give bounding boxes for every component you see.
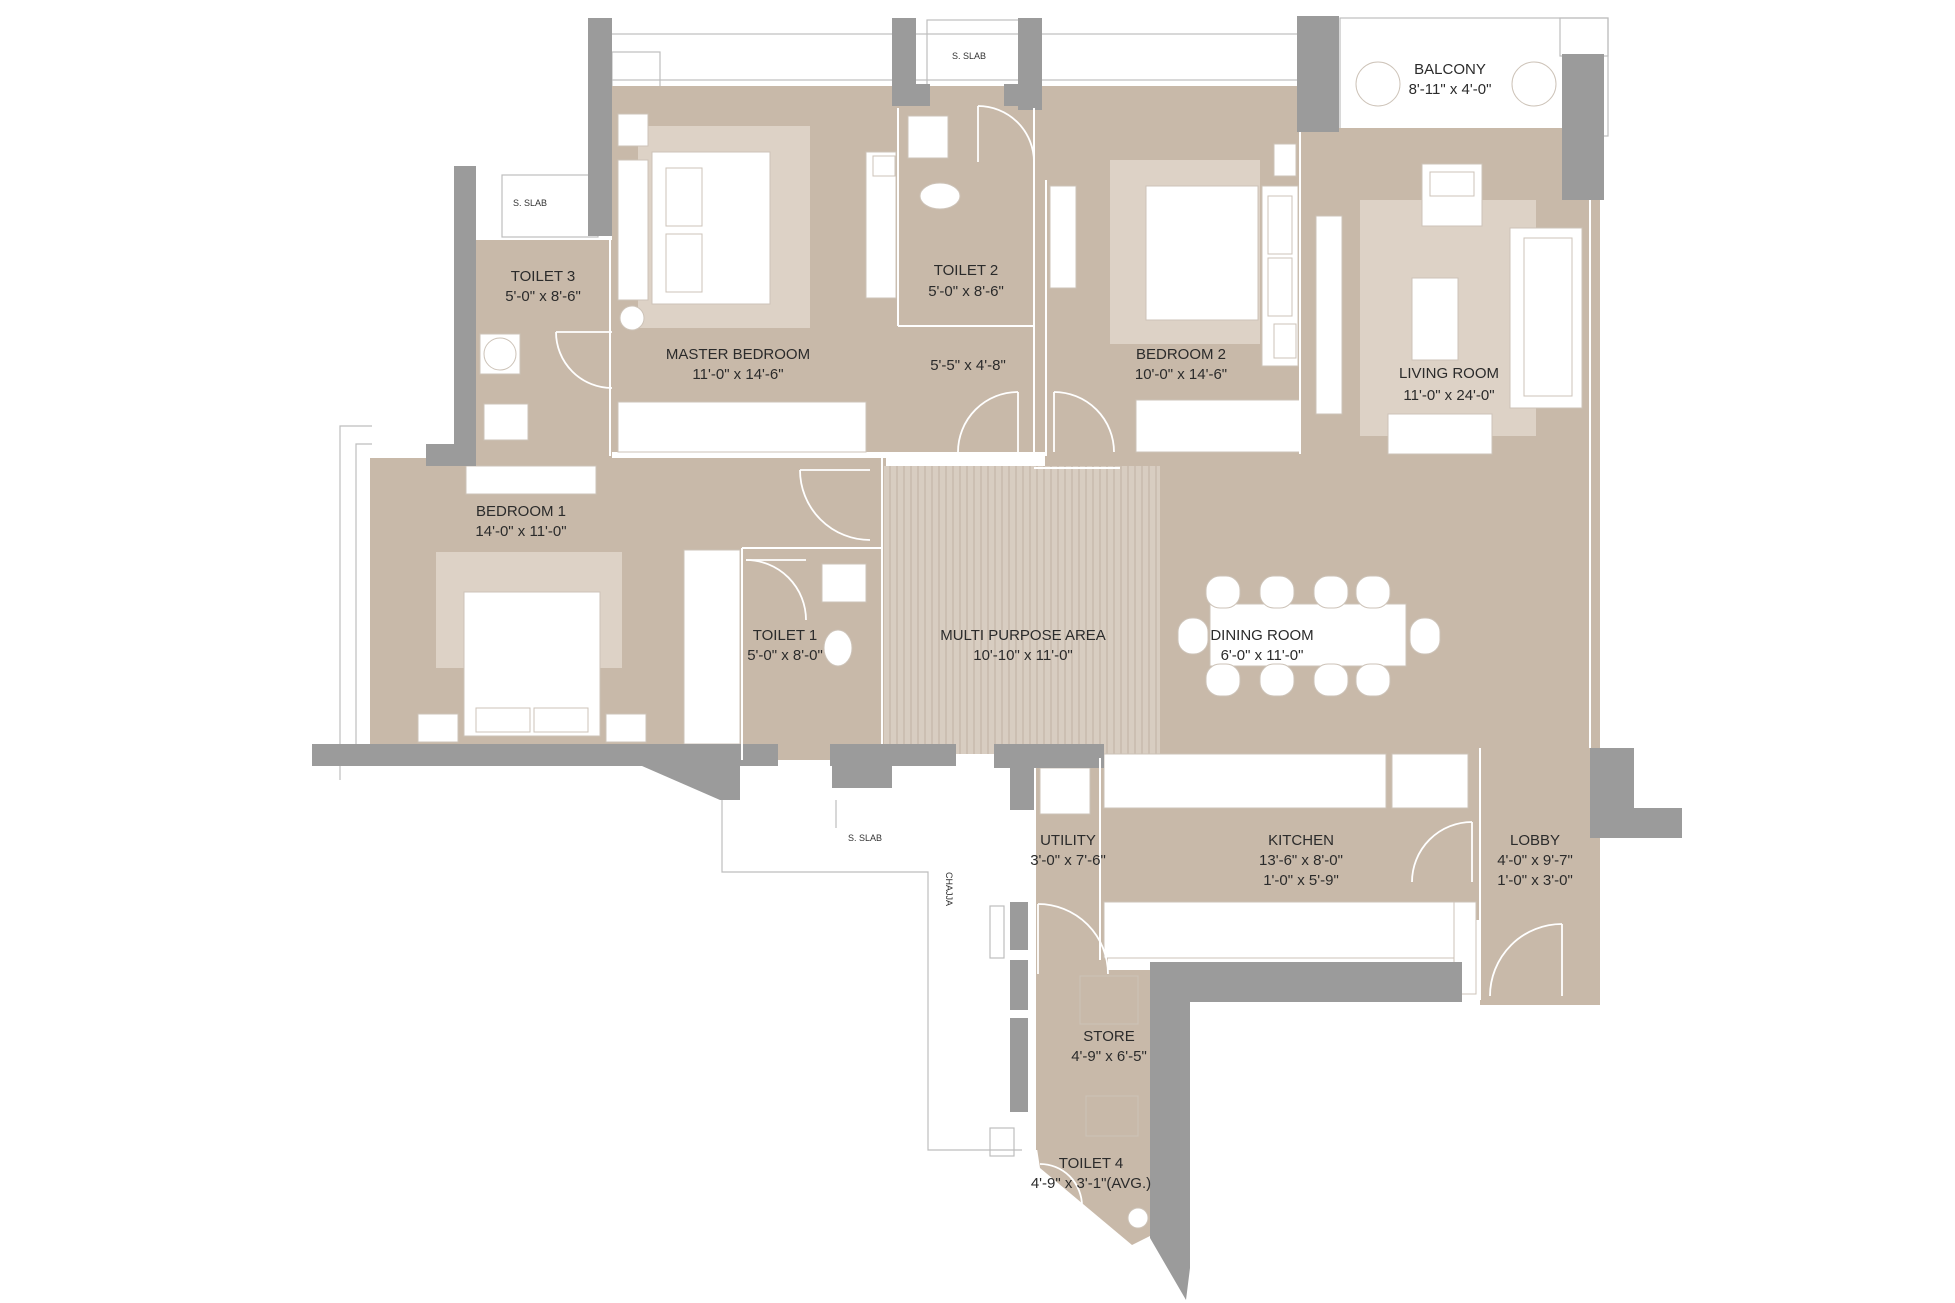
toilet2-dim: 5'-0" x 8'-6" [928,283,1004,300]
master-bedroom-name: MASTER BEDROOM [666,346,810,363]
furniture [417,61,1583,1229]
partitions [609,108,1591,1000]
utility-name: UTILITY [1040,832,1096,849]
walls [312,16,1682,1300]
multi-purpose-floor [884,466,1160,754]
toilet2-name: TOILET 2 [934,262,998,279]
slab-left-label: S. SLAB [513,198,547,208]
kitchen-dim: 13'-6" x 8'-0" [1259,852,1343,869]
toilet4-name: TOILET 4 [1059,1155,1123,1172]
bedroom1-name: BEDROOM 1 [476,503,566,520]
slab-top-label: S. SLAB [952,51,986,61]
lobby-dim: 4'-0" x 9'-7" [1497,852,1573,869]
store-name: STORE [1083,1028,1134,1045]
store-dim: 4'-9" x 6'-5" [1071,1048,1147,1065]
toilet1-name: TOILET 1 [753,627,817,644]
bedroom1-dim: 14'-0" x 11'-0" [475,523,566,540]
bedroom2-dim: 10'-0" x 14'-6" [1135,366,1227,383]
room-labels: BALCONY 8'-11" x 4'-0" TOILET 3 5'-0" x … [475,61,1572,1192]
utility-dim: 3'-0" x 7'-6" [1030,852,1106,869]
toilet3-name: TOILET 3 [511,268,575,285]
toilet1-dim: 5'-0" x 8'-0" [747,647,823,664]
bedroom2-bed [1145,185,1259,321]
multi-purpose-dim: 10'-10" x 11'-0" [973,647,1073,664]
living-room-name: LIVING ROOM [1399,365,1499,382]
lobby-name: LOBBY [1510,832,1560,849]
slab-outlines [339,17,1609,1157]
dining-table [1209,603,1407,667]
balcony-name: BALCONY [1414,61,1486,78]
master-passage-dim: 5'-5" x 4'-8" [930,357,1006,374]
master-bedroom-dim: 11'-0" x 14'-6" [692,366,783,383]
kitchen-dim2: 1'-0" x 5'-9" [1263,872,1339,889]
coffee-table [1411,277,1459,361]
multi-purpose-name: MULTI PURPOSE AREA [940,627,1106,644]
chajja-label: CHAJJA [944,872,954,906]
living-room-dim: 11'-0" x 24'-0" [1403,387,1494,404]
plan-notes: S. SLAB S. SLAB S. SLAB CHAJJA [513,51,986,906]
balcony-dim: 8'-11" x 4'-0" [1409,81,1492,98]
lobby-dim2: 1'-0" x 3'-0" [1497,872,1573,889]
dining-room-dim: 6'-0" x 11'-0" [1221,647,1304,664]
dining-room-name: DINING ROOM [1210,627,1313,644]
toilet3-dim: 5'-0" x 8'-6" [505,288,581,305]
bedroom2-name: BEDROOM 2 [1136,346,1226,363]
toilet4-dim: 4'-9" x 3'-1"(AVG.) [1031,1175,1151,1192]
door-swings [555,105,1563,1207]
kitchen-name: KITCHEN [1268,832,1334,849]
slab-bottom-label: S. SLAB [848,833,882,843]
